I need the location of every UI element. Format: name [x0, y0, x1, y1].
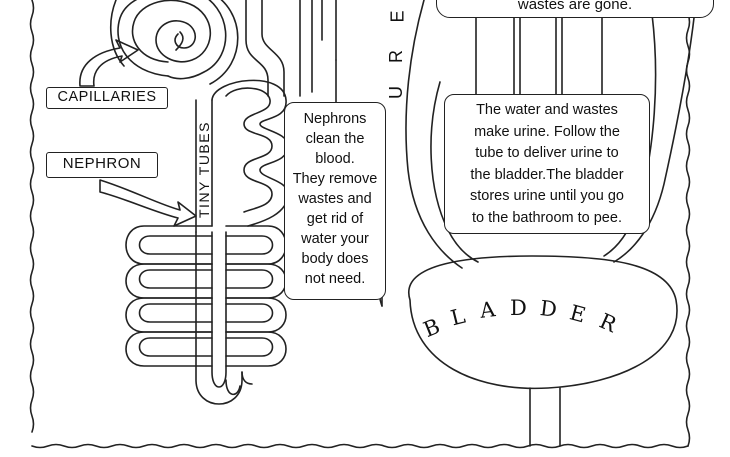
- nephrons-line-6: get rid of: [306, 211, 364, 227]
- nephrons-line-5: wastes and: [298, 191, 372, 207]
- henle-loops: [125, 225, 287, 405]
- bladder-letter-a: A: [478, 297, 497, 323]
- frame-bottom: [31, 443, 689, 449]
- urine-line-2: make urine. Follow the: [474, 123, 620, 140]
- right-tubes: [475, 0, 603, 97]
- frame-left: [29, 0, 35, 433]
- top-tube-left: [245, 0, 269, 97]
- frame-right: [685, 0, 691, 447]
- convoluted-tubule: [211, 79, 289, 227]
- urine-line-4: the bladder.The bladder: [470, 166, 624, 183]
- tiny-tubes-text: TINY TUBES: [196, 121, 212, 218]
- nephron-label: NEPHRON: [46, 152, 158, 178]
- nephron-arrow: [99, 179, 197, 227]
- nephron-text: NEPHRON: [62, 155, 142, 172]
- urine-line-1: The water and wastes: [476, 102, 618, 118]
- nephrons-line-1: Nephrons: [303, 111, 367, 127]
- bladder-outlet: [529, 387, 561, 447]
- top-tube-right: [261, 0, 285, 97]
- nephrons-line-2: clean the: [305, 131, 365, 147]
- nephrons-line-7: water your: [301, 231, 369, 247]
- capillaries-label: CAPILLARIES: [46, 87, 168, 109]
- ureter-letter-1: U: [386, 86, 406, 99]
- bladder-letter-d1: D: [510, 296, 527, 320]
- right-tube-outer-right: [613, 0, 697, 263]
- nephrons-line-8: body does: [301, 251, 369, 267]
- capillaries-text: CAPILLARIES: [57, 89, 157, 105]
- urine-line-6: to the bathroom to pee.: [472, 209, 622, 226]
- bladder-letter-d2: D: [538, 296, 559, 322]
- urine-note: The water and wastes make urine. Follow …: [444, 94, 650, 234]
- right-tube-inner-left: [430, 81, 479, 263]
- ureter-letter-3: E: [387, 10, 408, 23]
- capillaries-arrow: [79, 39, 139, 87]
- nephrons-line-3: blood.: [315, 151, 355, 167]
- top-note-text: wastes are gone.: [517, 0, 633, 13]
- tiny-tubes-label: TINY TUBES: [196, 121, 212, 218]
- capillary-coil: [109, 0, 239, 85]
- urine-line-3: tube to deliver urine to: [475, 145, 619, 161]
- nephrons-line-4: They remove: [292, 171, 378, 187]
- urine-line-5: stores urine until you go: [470, 188, 624, 204]
- top-note-partial: wastes are gone.: [436, 0, 714, 18]
- ureter-letter-2: R: [386, 50, 406, 63]
- right-tube-outer-left: [405, 0, 463, 269]
- nephrons-line-9: not need.: [304, 271, 366, 287]
- nephrons-note: Nephrons clean the blood. They remove wa…: [284, 102, 386, 300]
- bladder-outer: [407, 255, 678, 390]
